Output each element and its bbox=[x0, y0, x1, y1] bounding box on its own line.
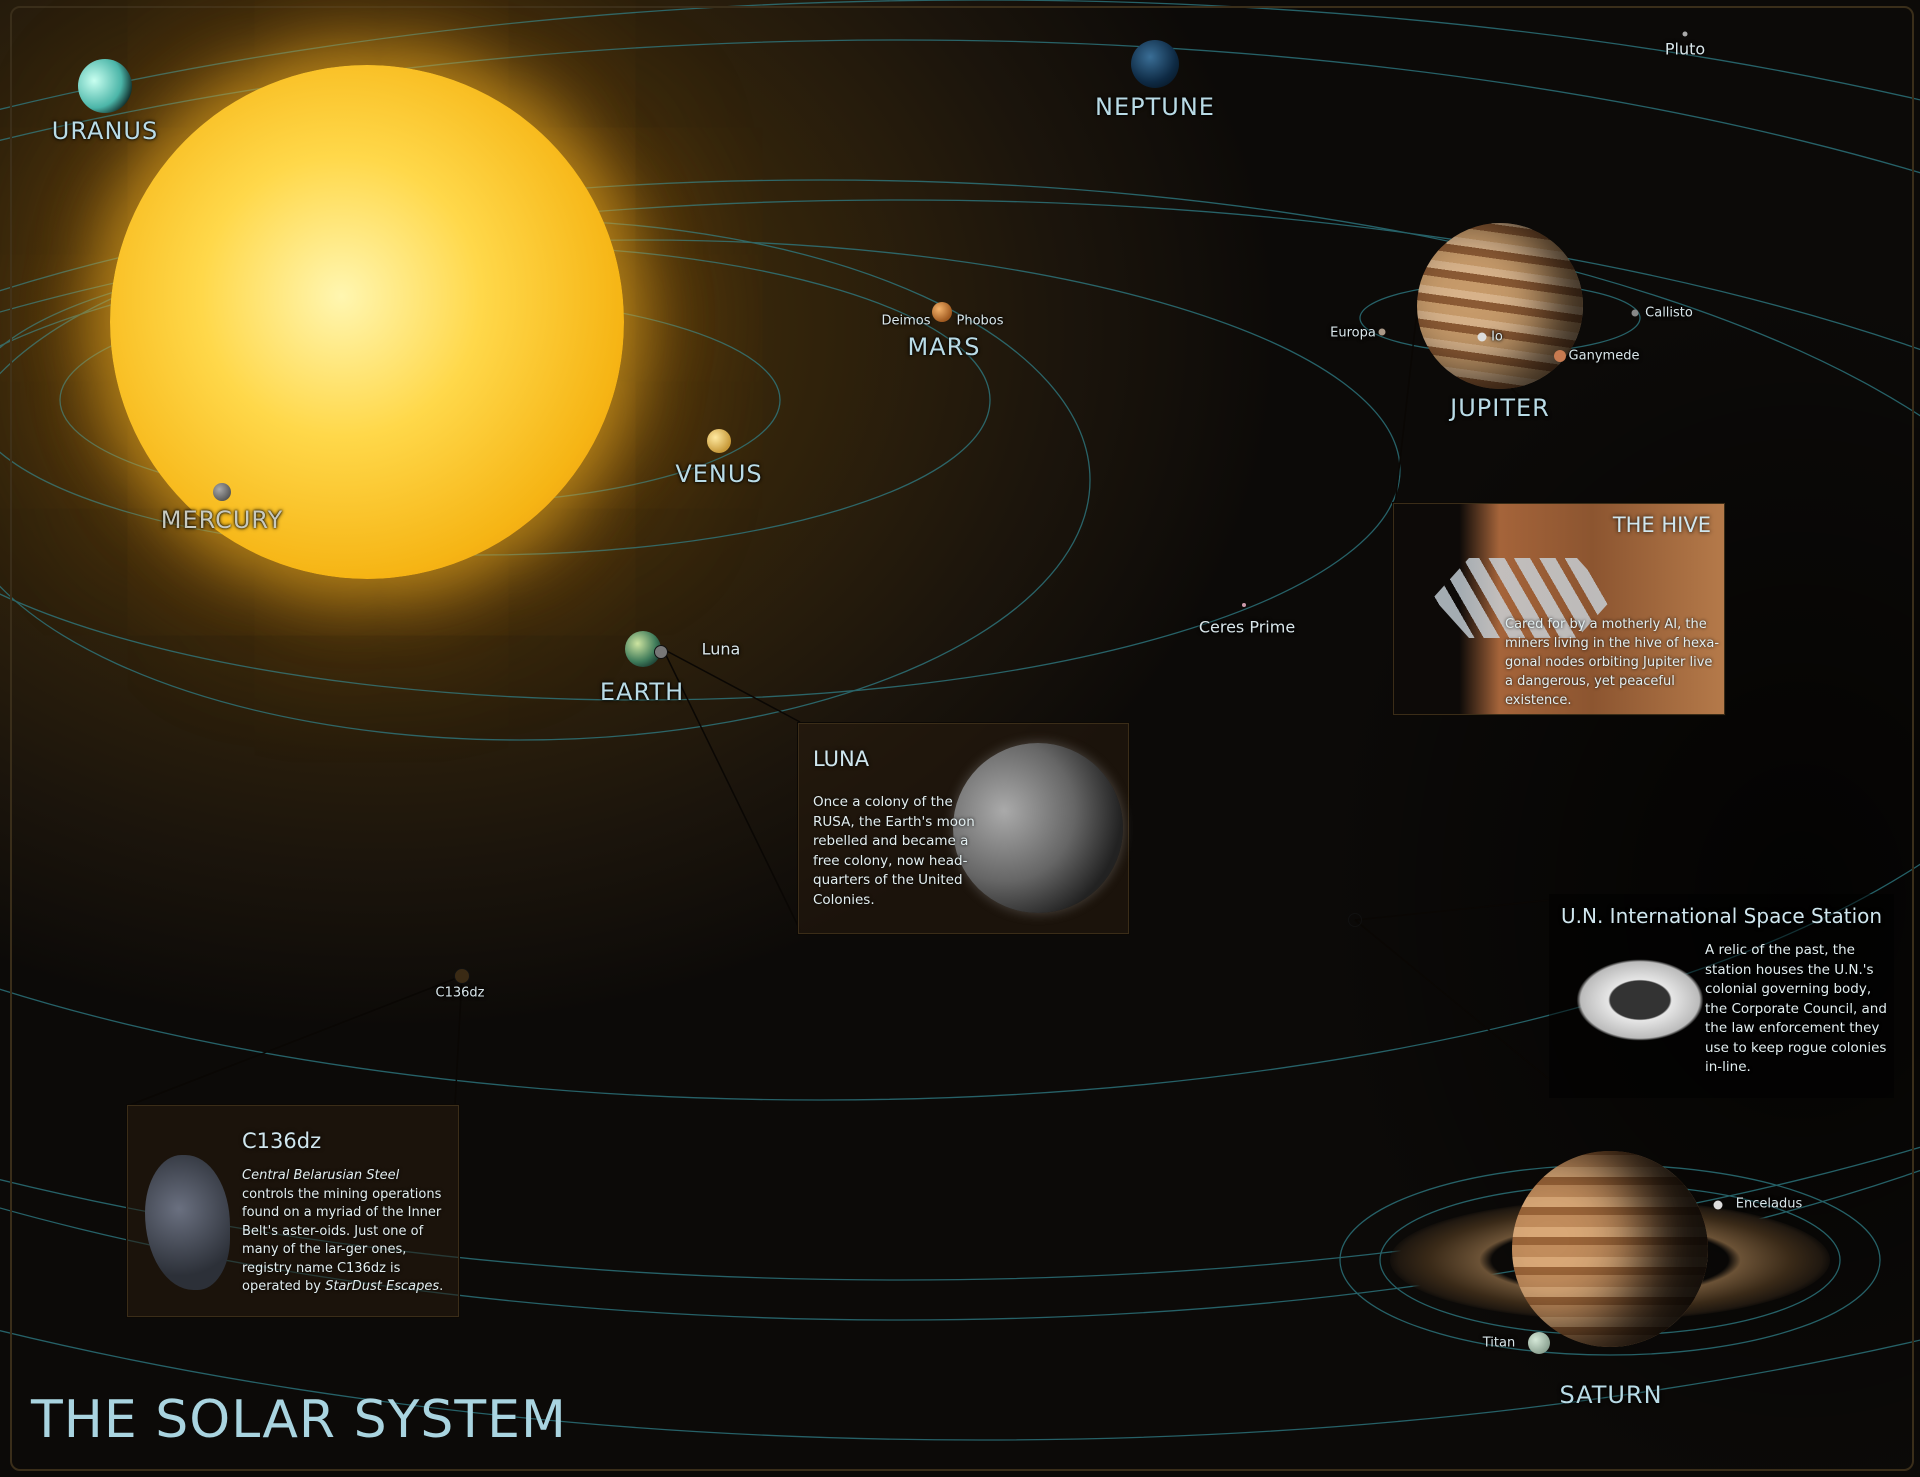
c136dz-info-box: C136dz Central Belarusian Steel controls… bbox=[126, 1104, 460, 1318]
europa-moon bbox=[1378, 328, 1386, 336]
titan-moon bbox=[1528, 1332, 1550, 1354]
connector-line bbox=[662, 648, 801, 931]
mars-orbit bbox=[0, 239, 1401, 701]
neptune-planet bbox=[1131, 40, 1179, 88]
operator-name: StarDust Escapes bbox=[325, 1279, 440, 1294]
ceres-dot bbox=[1242, 603, 1246, 607]
jupiter-planet bbox=[1417, 223, 1583, 389]
pluto-planet bbox=[1682, 31, 1688, 37]
iss-marker bbox=[1348, 913, 1362, 927]
connector-line bbox=[662, 648, 801, 723]
space-station-image bbox=[1570, 955, 1710, 1045]
ceres-label: Ceres Prime bbox=[1198, 617, 1296, 637]
saturn-orbit bbox=[0, 199, 1920, 1321]
venus-planet bbox=[707, 429, 731, 453]
hive-hexagon-nodes-image bbox=[1433, 558, 1613, 638]
hive-description: Cared for by a motherly AI, the miners l… bbox=[1505, 617, 1720, 708]
deimos-label: Deimos bbox=[881, 313, 931, 329]
luna-description: Once a colony of the RUSA, the Earth's m… bbox=[813, 794, 975, 908]
phobos-label: Phobos bbox=[956, 313, 1004, 329]
neptune-orbit bbox=[0, 0, 1920, 1441]
ganymede-moon bbox=[1554, 350, 1566, 362]
luna-moon-image bbox=[953, 743, 1123, 913]
c136dz-title: C136dz bbox=[242, 1129, 322, 1153]
pluto-label: Pluto bbox=[1664, 39, 1706, 59]
iss-description: A relic of the past, the station houses … bbox=[1705, 942, 1887, 1075]
uranus-planet bbox=[78, 59, 132, 113]
poster-frame bbox=[10, 6, 1914, 1471]
luna-label: Luna bbox=[701, 639, 741, 659]
connector-line bbox=[1354, 919, 1551, 1081]
mercury-planet bbox=[213, 483, 231, 501]
asteroid-marker bbox=[454, 968, 470, 984]
iss-title: U.N. International Space Station bbox=[1561, 904, 1883, 928]
hive-title: THE HIVE bbox=[1612, 513, 1711, 537]
c136dz-text: controls the mining operations found on … bbox=[242, 1186, 442, 1295]
io-label: Io bbox=[1491, 329, 1503, 345]
hive-info-box: THE HIVE Cared for by a motherly AI, the… bbox=[1392, 502, 1726, 716]
europa-label: Europa bbox=[1330, 325, 1376, 341]
venus-label: VENUS bbox=[675, 460, 763, 488]
luna-title: LUNA bbox=[813, 747, 870, 771]
connector-line bbox=[1394, 301, 1419, 506]
connector-line bbox=[454, 975, 463, 1106]
uranus-label: URANUS bbox=[51, 117, 159, 145]
saturn-planet bbox=[1512, 1151, 1708, 1347]
enceladus-label: Enceladus bbox=[1735, 1196, 1803, 1212]
page-title: THE SOLAR SYSTEM bbox=[31, 1390, 567, 1450]
luna-info-box: LUNA Once a colony of the RUSA, the Eart… bbox=[797, 722, 1130, 935]
asteroid-label: C136dz bbox=[435, 985, 485, 1001]
callisto-moon bbox=[1631, 309, 1639, 317]
titan-label: Titan bbox=[1482, 1335, 1516, 1351]
mercury-label: MERCURY bbox=[160, 506, 284, 534]
saturn-label: SATURN bbox=[1559, 1381, 1663, 1409]
ganymede-label: Ganymede bbox=[1568, 348, 1640, 364]
c136dz-text-end: . bbox=[439, 1279, 444, 1294]
mars-planet bbox=[932, 302, 952, 322]
company-name: Central Belarusian Steel bbox=[242, 1168, 400, 1183]
luna-moon bbox=[654, 645, 668, 659]
jupiter-label: JUPITER bbox=[1450, 394, 1550, 422]
earth-label: EARTH bbox=[599, 678, 685, 706]
neptune-label: NEPTUNE bbox=[1095, 93, 1215, 121]
callisto-label: Callisto bbox=[1645, 305, 1693, 321]
enceladus-moon bbox=[1713, 1200, 1723, 1210]
jupiter-orbit bbox=[0, 179, 1920, 1101]
connector-line bbox=[129, 975, 463, 1106]
io-moon bbox=[1477, 332, 1487, 342]
connector-line bbox=[1354, 899, 1551, 921]
sun bbox=[110, 65, 624, 579]
iss-info-box: U.N. International Space Station A relic… bbox=[1549, 894, 1894, 1098]
c136dz-description: Central Belarusian Steel controls the mi… bbox=[242, 1167, 454, 1297]
mars-label: MARS bbox=[907, 333, 981, 361]
asteroid-image bbox=[145, 1155, 230, 1290]
uranus-orbit bbox=[0, 39, 1920, 1281]
